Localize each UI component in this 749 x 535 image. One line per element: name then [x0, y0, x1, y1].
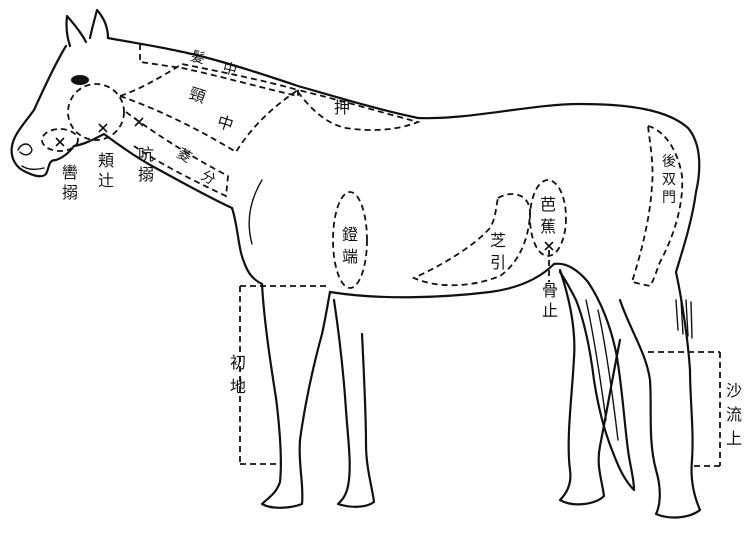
sheath-label-2: 止: [542, 301, 558, 320]
tail: [554, 264, 634, 490]
throat-label-1: 吭: [138, 145, 154, 164]
front-leg-far: [334, 300, 374, 507]
stirrup-label-1: 鐙: [342, 225, 358, 244]
flank-fold-region: [414, 194, 530, 285]
mouth-label-2: 搦: [62, 183, 78, 202]
mouth-x-mark: [56, 138, 64, 146]
flank-fold-label-1: 芝: [490, 231, 506, 250]
chest: [232, 208, 262, 284]
mouth-label-1: 轡: [62, 163, 78, 182]
hind-thigh-label-1: 後: [662, 154, 676, 170]
hindleg-label-2: 流: [726, 405, 742, 424]
sheath-x-mark: [545, 242, 553, 250]
belly-point-label-1: 芭: [540, 195, 556, 214]
hind-thigh-label-3: 門: [662, 190, 676, 206]
mane-line-label-1: 髪: [189, 48, 206, 67]
withers-label: 押: [334, 98, 350, 117]
dashed-regions: [42, 44, 720, 466]
hindleg-label-3: 上: [726, 429, 742, 448]
flank-fold-label-2: 引: [490, 253, 506, 272]
foreleg-bracket: [240, 286, 330, 464]
foreleg-label-1: 初: [230, 353, 246, 372]
hindleg-label-1: 沙: [726, 381, 742, 400]
front-leg-near: [262, 284, 330, 508]
hind-thigh-label-2: 双: [662, 172, 676, 188]
cheek-label-2: 辻: [98, 171, 114, 190]
throat-label-2: 搦: [138, 165, 154, 184]
neck-lower-label-1: 菱: [174, 146, 194, 167]
mane-region: [140, 44, 298, 96]
cheek-x-mark: [99, 124, 107, 132]
belly-point-label-2: 蕉: [540, 217, 556, 236]
hind-leg-near: [620, 272, 700, 517]
shoulder-line: [249, 180, 262, 244]
cheek-label-1: 頬: [98, 151, 114, 170]
mouth-line: [22, 166, 44, 169]
neck-lower-label-2: 分: [198, 168, 218, 189]
cheek-region: [68, 84, 124, 140]
belly: [330, 264, 554, 297]
hind-thigh-region: [632, 126, 682, 286]
neck-middle-label-2: 中: [215, 112, 236, 135]
eye: [71, 75, 89, 85]
nostril: [18, 144, 32, 155]
stirrup-label-2: 端: [342, 247, 358, 266]
foreleg-label-2: 地: [230, 377, 246, 396]
ear-right: [90, 10, 108, 38]
withers-region: [298, 90, 418, 130]
ear-left: [66, 16, 86, 46]
throat-x-mark: [135, 118, 143, 126]
mane-line-label-2: 中: [221, 60, 238, 79]
neck-crest: [108, 38, 699, 272]
hindleg-bracket: [648, 352, 720, 466]
point-markers: [56, 118, 553, 282]
neck-middle-label-1: 頸: [187, 84, 208, 107]
sheath-label-1: 骨: [542, 281, 558, 300]
